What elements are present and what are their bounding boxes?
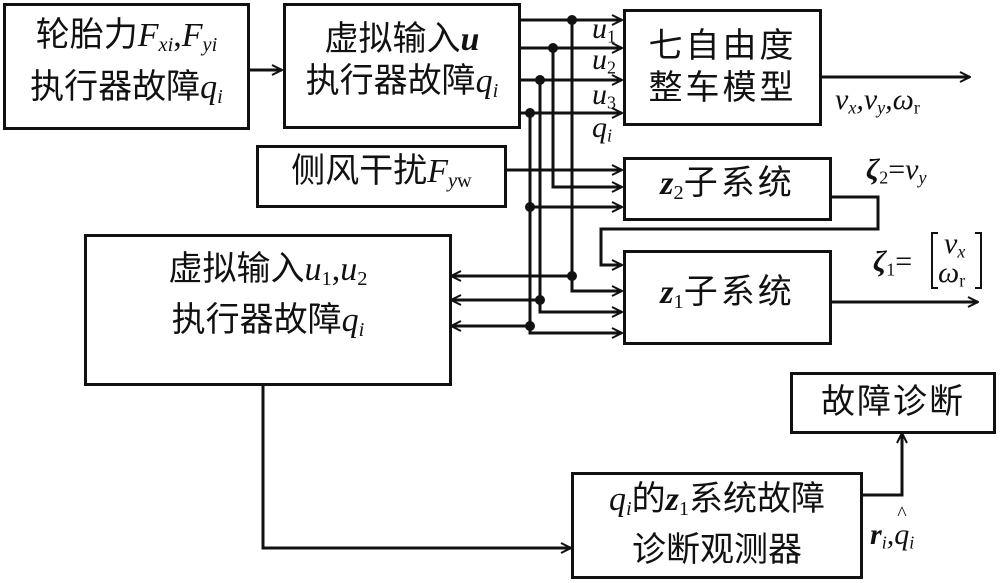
wire-zeta2-loop bbox=[599, 195, 880, 265]
junction-dot bbox=[567, 15, 577, 25]
zeta1-omega: ωr bbox=[938, 256, 966, 291]
bus-u3 bbox=[538, 80, 622, 312]
seven-dof-model-block: 七自由度 整车模型 bbox=[623, 9, 822, 126]
signal-qi: qi bbox=[592, 111, 613, 146]
junction-dot bbox=[525, 321, 535, 331]
junction-dot bbox=[548, 43, 558, 53]
zeta2-label: ζ2=vy bbox=[866, 153, 927, 188]
virtual-input-u-block: 虚拟输入u 执行器故障qi bbox=[283, 3, 521, 129]
bus-u1 bbox=[570, 20, 622, 291]
fault-observer-block: qi的z1系统故障 诊断观测器 bbox=[571, 472, 863, 579]
fault-diagnosis-block: 故障诊断 bbox=[790, 372, 996, 434]
zeta1-vx: vx bbox=[944, 227, 966, 262]
bus-u2 bbox=[551, 48, 622, 187]
signal-u2: u2 bbox=[592, 43, 616, 78]
junction-dot bbox=[525, 202, 535, 212]
tire-force-label: 轮胎力 bbox=[35, 17, 138, 55]
actuator-fault-label: 执行器故障 bbox=[30, 68, 201, 106]
zeta1-label: ζ1= bbox=[873, 245, 913, 280]
matrix-bracket-right bbox=[975, 232, 982, 289]
virtual-input-label: 虚拟输入 bbox=[168, 250, 305, 288]
bus-qi bbox=[528, 113, 622, 333]
crosswind-block: 侧风干扰Fyw bbox=[256, 145, 507, 208]
matrix-bracket-left bbox=[931, 232, 938, 289]
z2-subsystem-label: 子系统 bbox=[683, 165, 795, 203]
seven-dof-output-label: vx,vy,ωr bbox=[835, 83, 920, 118]
crosswind-label: 侧风干扰 bbox=[291, 152, 428, 190]
actuator-fault-label: 执行器故障 bbox=[171, 302, 342, 339]
tire-force-block: 轮胎力Fxi,Fyi 执行器故障qi bbox=[3, 3, 250, 130]
seven-dof-line1: 七自由度 bbox=[648, 27, 797, 65]
fault-diagnosis-label: 故障诊断 bbox=[821, 384, 965, 421]
observer-line2: 诊断观测器 bbox=[632, 532, 802, 570]
junction-dot bbox=[525, 108, 535, 118]
junction-dot bbox=[535, 75, 545, 85]
observer-output-label: ri,qi^ bbox=[870, 503, 915, 553]
signal-u1: u1 bbox=[592, 12, 616, 47]
junction-dot bbox=[535, 295, 545, 305]
virtual-input-label: 虚拟输入 bbox=[324, 21, 461, 59]
actuator-fault-label: 执行器故障 bbox=[305, 63, 476, 101]
wire-to-observer bbox=[261, 385, 571, 548]
seven-dof-line2: 整车模型 bbox=[648, 69, 797, 107]
z1-subsystem-block: z1子系统 bbox=[623, 250, 832, 345]
z1-subsystem-label: 子系统 bbox=[683, 273, 795, 311]
virtual-input-u12-block: 虚拟输入u1,u2 执行器故障qi bbox=[84, 234, 452, 386]
signal-u3: u3 bbox=[592, 78, 616, 113]
wire-to-fault-diagnosis bbox=[862, 433, 902, 497]
z2-subsystem-block: z2子系统 bbox=[623, 157, 832, 221]
junction-dot bbox=[567, 271, 577, 281]
